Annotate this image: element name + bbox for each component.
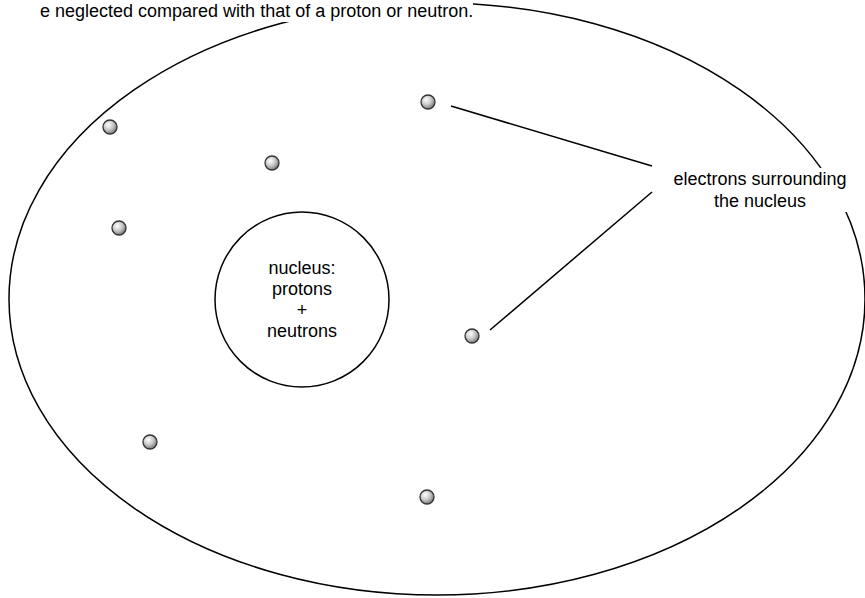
leader-line: [451, 106, 652, 166]
electron: [465, 329, 479, 343]
electron: [265, 156, 279, 170]
electron: [112, 221, 126, 235]
leader-line: [490, 192, 652, 330]
leader-lines: [451, 106, 652, 330]
nucleus-label: nucleus: protons + neutrons: [267, 258, 337, 342]
nucleus-circle: nucleus: protons + neutrons: [215, 212, 389, 387]
electrons: [103, 95, 479, 504]
atom-outline: [9, 3, 865, 595]
electron-label: electrons surrounding the nucleus: [662, 168, 858, 212]
cut-off-note: e neglected compared with that of a prot…: [40, 0, 473, 22]
electron: [103, 120, 117, 134]
nucleus-shape: [215, 212, 389, 387]
electron: [143, 435, 157, 449]
electron: [421, 95, 435, 109]
electron: [420, 490, 434, 504]
